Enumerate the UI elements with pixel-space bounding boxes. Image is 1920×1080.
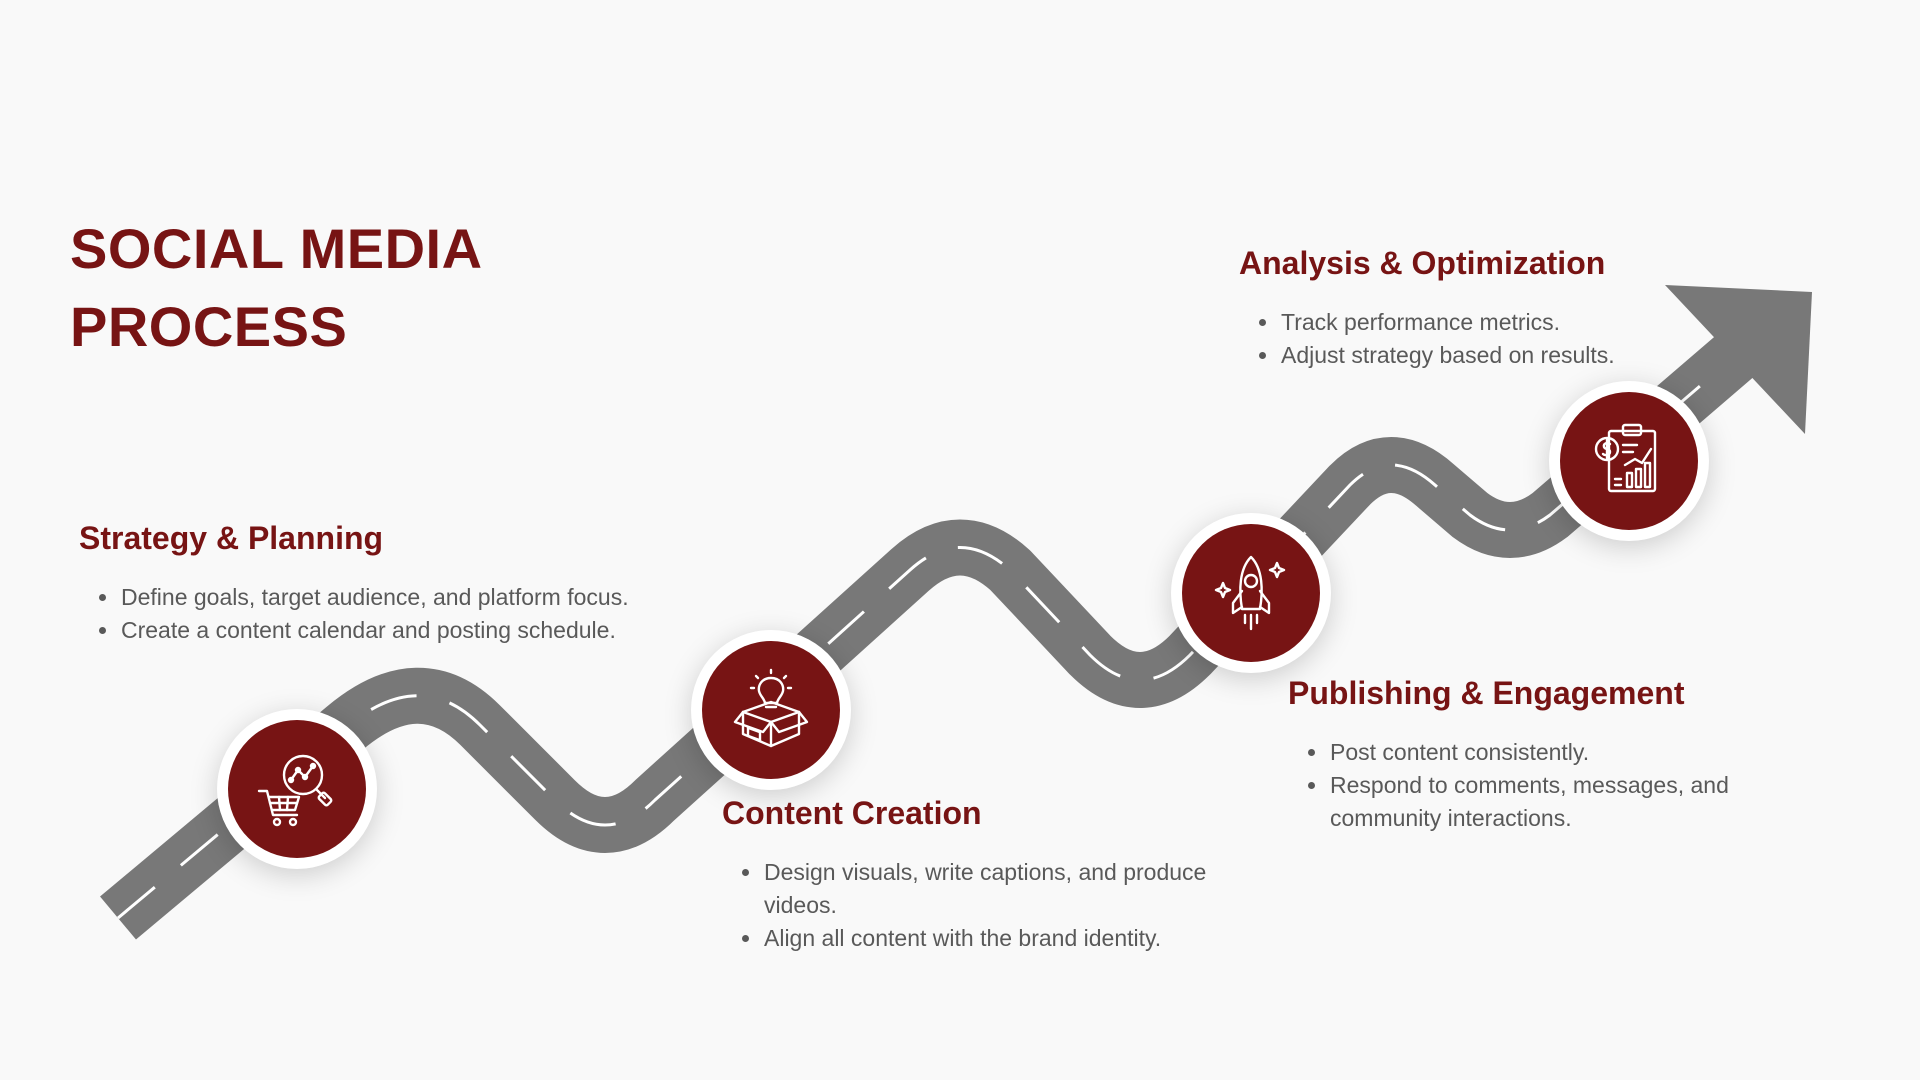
- stage-title: Content Creation: [722, 795, 982, 831]
- stage-node-strategy: [217, 709, 377, 869]
- page-title: SOCIAL MEDIA PROCESS: [70, 210, 483, 366]
- stage-bullets: Post content consistently. Respond to co…: [1288, 736, 1788, 835]
- report-chart-icon: [1594, 423, 1657, 493]
- bullet-item: Align all content with the brand identit…: [742, 922, 1242, 955]
- stage-bullets: Design visuals, write captions, and prod…: [722, 856, 1242, 955]
- stage-title: Analysis & Optimization: [1239, 245, 1606, 281]
- stage-node-content: [691, 630, 851, 790]
- page-title-line-2: PROCESS: [70, 295, 348, 358]
- stage-title: Publishing & Engagement: [1288, 675, 1685, 711]
- stage-bullets: Track performance metrics. Adjust strate…: [1239, 306, 1779, 372]
- bullet-item: Adjust strategy based on results.: [1259, 339, 1779, 372]
- stage-analysis: Analysis & Optimization Track performanc…: [1239, 245, 1779, 372]
- bullet-item: Post content consistently.: [1308, 736, 1788, 769]
- cart-analytics-icon: [257, 754, 333, 827]
- stage-publishing: Publishing & Engagement Post content con…: [1288, 675, 1788, 835]
- stage-node-analysis: [1549, 381, 1709, 541]
- page-title-line-1: SOCIAL MEDIA: [70, 217, 483, 280]
- stage-title: Strategy & Planning: [79, 520, 384, 556]
- bullet-item: Respond to comments, messages, and commu…: [1308, 769, 1788, 835]
- bullet-item: Design visuals, write captions, and prod…: [742, 856, 1242, 922]
- stage-bullets: Define goals, target audience, and platf…: [79, 581, 699, 647]
- arrow-head: [1665, 285, 1812, 434]
- bullet-item: Create a content calendar and posting sc…: [99, 614, 699, 647]
- rocket-icon: [1214, 555, 1286, 631]
- idea-box-icon: [733, 668, 809, 748]
- stage-strategy: Strategy & Planning Define goals, target…: [79, 520, 699, 647]
- road-center-line: [117, 384, 1701, 920]
- bullet-item: Define goals, target audience, and platf…: [99, 581, 699, 614]
- stage-content: Content Creation Design visuals, write c…: [722, 795, 1242, 955]
- stage-node-publishing: [1171, 513, 1331, 673]
- bullet-item: Track performance metrics.: [1259, 306, 1779, 339]
